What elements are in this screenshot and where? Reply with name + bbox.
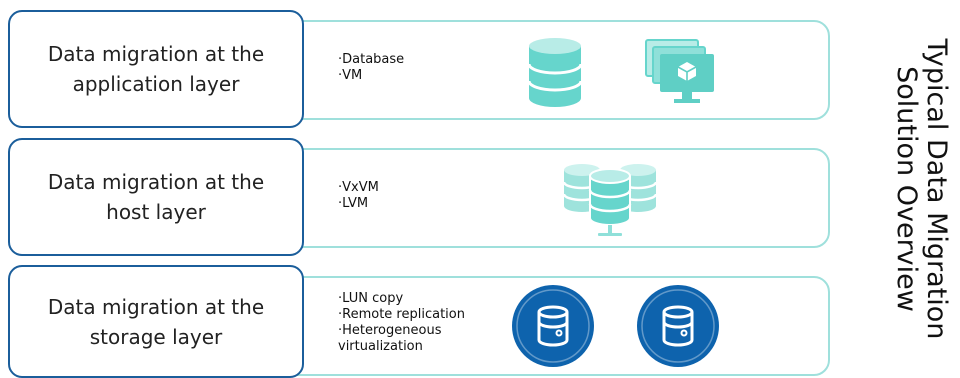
layer-label-box-storage: Data migration at the storage layer [8, 265, 304, 378]
item-lvm: ·LVM [338, 196, 369, 211]
server-cluster-icon [562, 164, 658, 236]
page-title: Typical Data Migration Solution Overview [882, 0, 960, 378]
layer-items-application: ·Database ·VM [338, 52, 404, 84]
item-database: ·Database [338, 52, 405, 67]
item-vm: ·VM [338, 68, 363, 83]
layer-items-host: ·VxVM ·LVM [338, 180, 379, 212]
layer-label-box-application: Data migration at the application layer [8, 10, 304, 128]
item-heterogeneous: ·Heterogeneous [338, 323, 442, 338]
vm-monitors-icon [645, 39, 714, 103]
item-lun-copy: ·LUN copy [338, 291, 404, 306]
item-remote-replication: ·Remote replication [338, 307, 465, 322]
layer-label-storage: Data migration at the storage layer [47, 294, 265, 349]
page-title-line1: Typical Data Migration [921, 38, 952, 340]
page-title-line2: Solution Overview [891, 66, 922, 312]
layer-label-box-host: Data migration at the host layer [8, 138, 304, 256]
layer-label-host: Data migration at the host layer [47, 170, 265, 224]
layer-label-application: Data migration at the application layer [47, 42, 265, 96]
layer-items-storage: ·LUN copy ·Remote replication ·Heterogen… [338, 291, 465, 355]
item-virtualization: virtualization [338, 339, 423, 354]
storage-disk-icon [637, 285, 719, 367]
storage-disk-icon [512, 285, 594, 367]
item-vxvm: ·VxVM [338, 180, 379, 195]
database-stack-icon [527, 38, 583, 107]
